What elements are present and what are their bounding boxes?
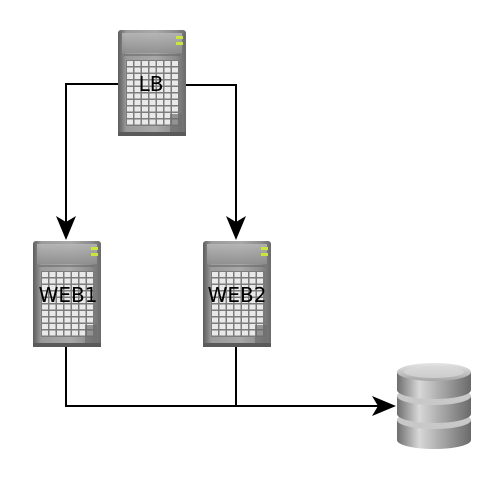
node-lb-label: LB [139,72,164,96]
database-icon [397,363,471,449]
arrowhead-web1 [56,216,76,240]
arrowheads [56,216,396,416]
node-web1-label: WEB1 [39,283,98,307]
node-web2-label: WEB2 [208,283,267,307]
connector-lines [65,83,378,407]
edge-web1-db [65,347,378,407]
arrowhead-db [372,396,396,416]
arrowhead-web2 [226,216,246,240]
edge-lb-web1 [65,83,118,226]
edge-lb-web2 [186,84,237,226]
node-db[interactable] [397,363,471,449]
